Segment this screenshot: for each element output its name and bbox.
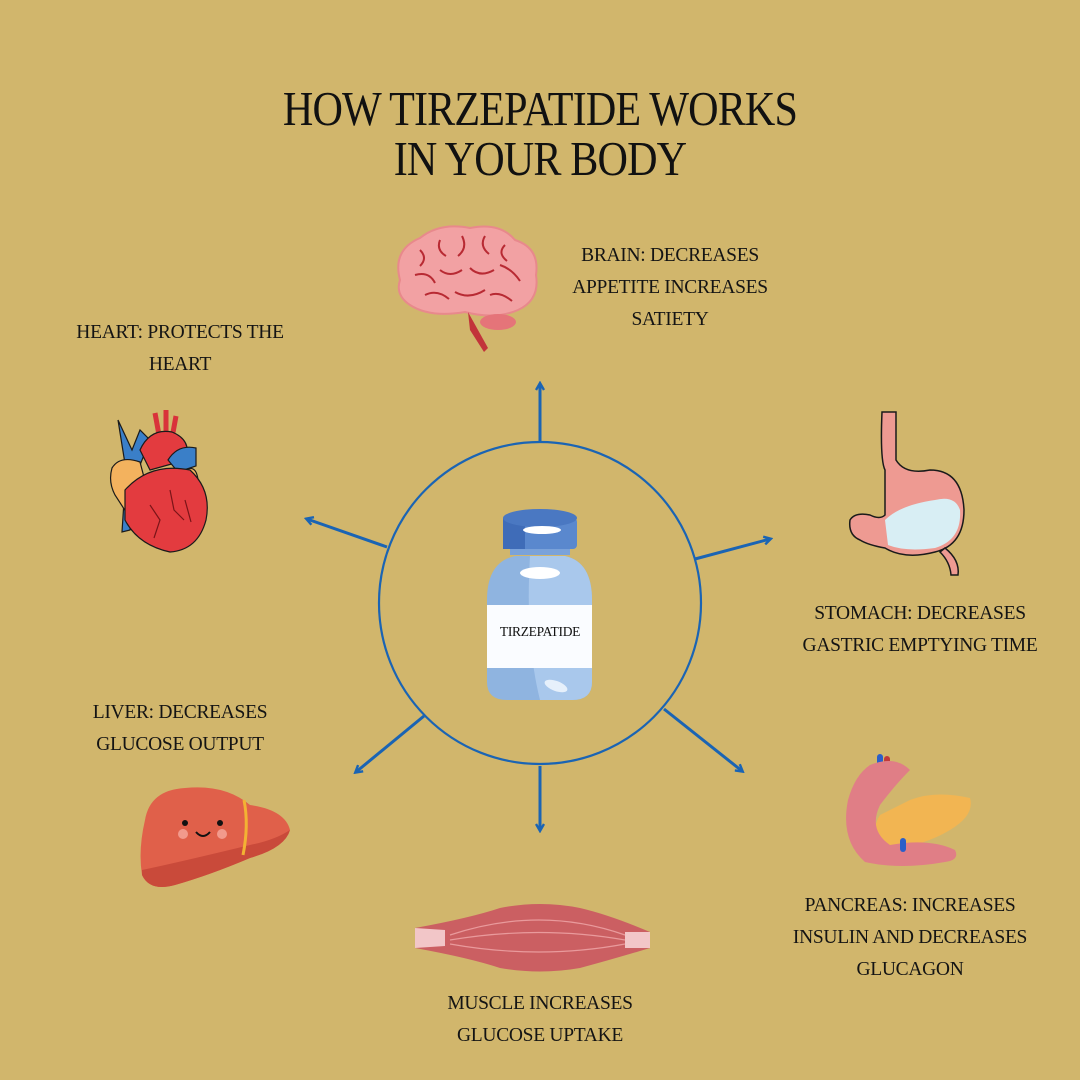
heart-label-line2: HEART <box>148 354 212 375</box>
stomach-label-line2: GASTRIC EMPTYING TIME <box>802 635 1038 656</box>
pancreas-label-line3: GLUCAGON <box>856 959 964 980</box>
pancreas-label: PANCREAS: INCREASES INSULIN AND DECREASE… <box>770 890 1050 986</box>
liver-label: LIVER: DECREASES GLUCOSE OUTPUT <box>60 697 300 761</box>
heart-label: HEART: PROTECTS THE HEART <box>30 317 330 381</box>
arrow-to-liver <box>356 714 425 772</box>
heart-label-line1: HEART: PROTECTS THE <box>76 322 284 343</box>
stomach-label-line1: STOMACH: DECREASES <box>814 603 1026 624</box>
pancreas-label-line2: INSULIN AND DECREASES <box>792 927 1028 948</box>
liver-label-line1: LIVER: DECREASES <box>92 702 268 723</box>
brain-label-line1: BRAIN: DECREASES <box>581 245 759 266</box>
brain-label-line3: SATIETY <box>631 309 709 330</box>
muscle-label: MUSCLE INCREASES GLUCOSE UPTAKE <box>400 988 680 1052</box>
page-title-line1: HOW TIRZEPATIDE WORKS <box>282 81 798 136</box>
muscle-label-line1: MUSCLE INCREASES <box>447 993 633 1014</box>
arrow-to-pancreas <box>663 707 742 771</box>
arrow-to-stomach <box>694 539 770 561</box>
arrow-to-heart <box>307 519 388 549</box>
liver-label-line2: GLUCOSE OUTPUT <box>96 734 264 755</box>
vial-label: TIRZEPATIDE <box>499 624 581 639</box>
muscle-label-line2: GLUCOSE UPTAKE <box>457 1025 623 1046</box>
stomach-label: STOMACH: DECREASES GASTRIC EMPTYING TIME <box>780 598 1060 662</box>
brain-label-line2: APPETITE INCREASES <box>572 277 768 298</box>
brain-label: BRAIN: DECREASES APPETITE INCREASES SATI… <box>540 240 800 336</box>
page-title-line2: IN YOUR BODY <box>393 131 687 186</box>
pancreas-label-line1: PANCREAS: INCREASES <box>804 895 1016 916</box>
